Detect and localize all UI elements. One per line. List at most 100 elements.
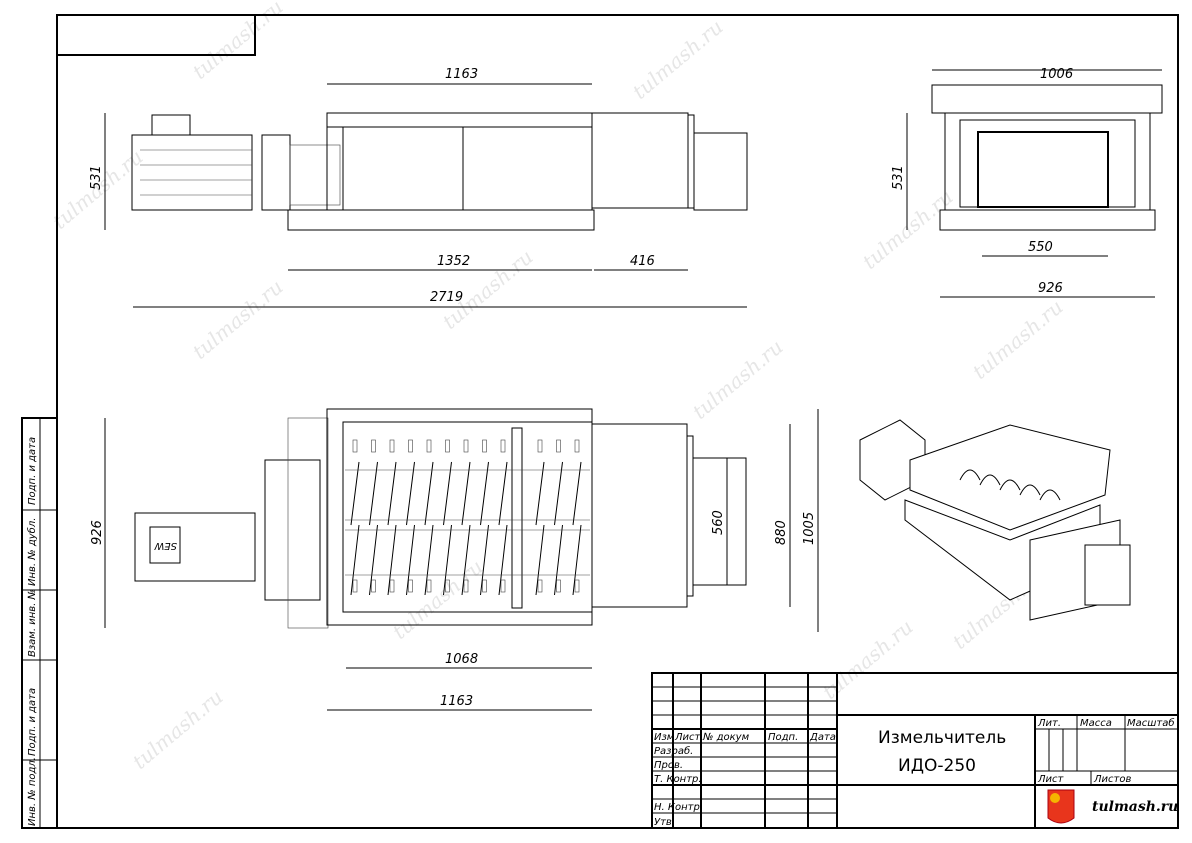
tooth [389,579,395,593]
side-label: Подп. и дата [27,437,38,505]
svg-text:2719: 2719 [430,290,463,305]
hopper [326,112,593,211]
svg-text:1352: 1352 [437,254,470,269]
svg-text:926: 926 [1038,281,1063,296]
tooth [463,579,469,593]
svg-text:tulmash.ru: tulmash.ru [968,295,1068,384]
tooth [408,439,413,453]
plan-view: SEW 926 560 880 1005 1068 1163 [90,408,819,711]
tooth [426,439,432,453]
front-view: 1163 531 1352 416 2719 [89,67,748,308]
knife [406,461,415,596]
isometric-view [859,419,1131,621]
outlet [591,423,688,608]
sheet-border [56,14,1179,829]
side-label: Взам. инв. № [27,589,38,657]
svg-text:Лит.: Лит. [1037,718,1061,729]
opening [977,131,1109,208]
product-name: Измельчитель [878,728,1006,748]
tooth [482,439,487,453]
role: Т. Контр. [654,774,702,785]
role: Пров. [654,760,683,771]
tooth [352,439,358,453]
svg-text:Лист: Лист [1037,774,1065,785]
svg-text:416: 416 [630,254,655,269]
side-label: Инв. № дубл. [26,518,38,586]
header-date: Дата [809,732,836,743]
role: Н. Контр. [654,802,703,813]
svg-text:SEW: SEW [153,540,177,551]
svg-text:tulmash.ru: tulmash.ru [688,335,788,424]
svg-text:tulmash.ru: tulmash.ru [858,185,958,274]
tooth [556,579,561,593]
tooth [389,439,395,453]
tooth [574,579,580,593]
role: Утв. [654,817,675,828]
svg-text:tulmash.ru: tulmash.ru [818,615,918,704]
tooth [500,439,506,453]
svg-text:531: 531 [89,165,104,190]
svg-text:531: 531 [891,165,906,190]
tooth [463,439,469,453]
knife [424,461,434,596]
knife [461,461,471,596]
tooth [574,439,580,453]
title-block: Изм Лист № докум Подп. Дата Разраб. Пров… [651,672,1179,829]
header-sign: Подп. [768,732,798,743]
header-list: Лист [674,732,702,743]
tooth [556,439,561,453]
svg-text:880: 880 [774,520,789,545]
tooth [408,579,413,593]
svg-text:1163: 1163 [445,67,478,82]
tooth [537,579,543,593]
motor [134,512,256,582]
top-left-box [56,14,256,56]
svg-text:Масштаб: Масштаб [1127,717,1175,729]
gearbox [261,134,291,211]
svg-text:926: 926 [90,520,105,545]
frame [287,209,595,231]
svg-text:1068: 1068 [445,652,478,667]
tooth [445,579,450,593]
side-strip: Подп. и дата Инв. № дубл. Взам. инв. № П… [21,417,58,829]
tooth [352,579,358,593]
knife [369,461,378,596]
knife [387,461,397,596]
svg-text:Листов: Листов [1093,774,1131,785]
tooth [537,439,543,453]
role: Разраб. [654,745,693,757]
tooth [371,439,376,453]
knife [572,461,582,596]
product-model: ИДО-250 [898,756,976,776]
svg-text:tulmash.ru: tulmash.ru [188,275,288,364]
svg-text:tulmash.ru: tulmash.ru [388,555,488,644]
knife [480,461,489,596]
svg-text:1006: 1006 [1040,67,1073,82]
tooth [482,579,487,593]
side-label: Подп. и дата [27,688,38,756]
knife [535,461,545,596]
svg-text:tulmash.ru: tulmash.ru [628,15,728,104]
svg-text:1163: 1163 [440,694,473,709]
tooth [500,579,506,593]
svg-text:550: 550 [1028,240,1053,255]
tooth [445,439,450,453]
svg-text:tulmash.ru: tulmash.ru [128,685,228,774]
knife [350,461,360,596]
tooth [371,579,376,593]
header-izm: Изм [654,732,675,743]
side-view: 1006 531 550 926 [891,67,1163,298]
logo-icon [1047,789,1075,824]
header-doc: № докум [702,732,750,743]
motor [131,134,253,211]
side-label: Инв. № подл. [27,757,38,826]
tooth [426,579,432,593]
knife [498,461,508,596]
watermarks: tulmash.ru tulmash.ru tulmash.ru tulmash… [48,0,1068,774]
gearbox [264,459,321,601]
knife [443,461,452,596]
logo-text: tulmash.ru [1092,799,1178,815]
svg-text:560: 560 [711,510,726,535]
svg-text:Масса: Масса [1080,718,1112,729]
svg-text:1005: 1005 [802,512,817,545]
